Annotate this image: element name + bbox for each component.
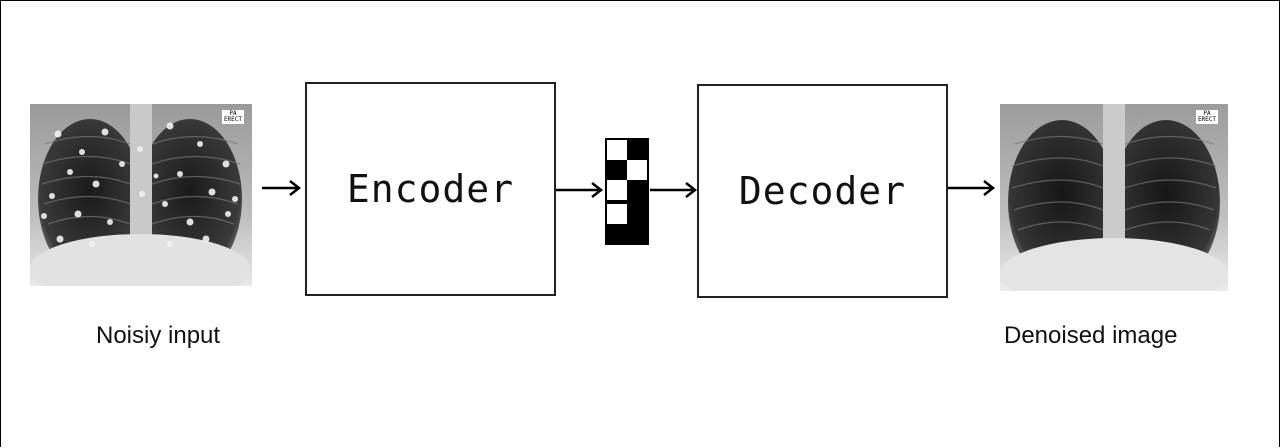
latent-cell xyxy=(607,204,627,224)
decoder-label: Decoder xyxy=(738,169,907,213)
noisy-input-image: PA ERECT xyxy=(30,104,252,286)
arrow-input-to-encoder xyxy=(262,180,302,196)
latent-cell xyxy=(627,160,647,180)
arrow-latent-to-decoder xyxy=(650,182,698,198)
output-caption: Denoised image xyxy=(1004,322,1178,349)
xray-marker-label: PA ERECT xyxy=(221,110,244,124)
encoder-label: Encoder xyxy=(346,167,515,211)
arrow-decoder-to-output xyxy=(948,180,996,196)
latent-cell xyxy=(607,180,627,200)
input-caption: Noisiy input xyxy=(96,322,221,349)
latent-code xyxy=(605,138,649,245)
xray-marker-label: PA ERECT xyxy=(1195,110,1218,124)
encoder-block: Encoder xyxy=(305,82,556,296)
latent-cell xyxy=(607,140,627,160)
arrow-encoder-to-latent xyxy=(556,182,604,198)
denoised-output-image: PA ERECT xyxy=(1000,104,1228,291)
decoder-block: Decoder xyxy=(697,84,948,298)
